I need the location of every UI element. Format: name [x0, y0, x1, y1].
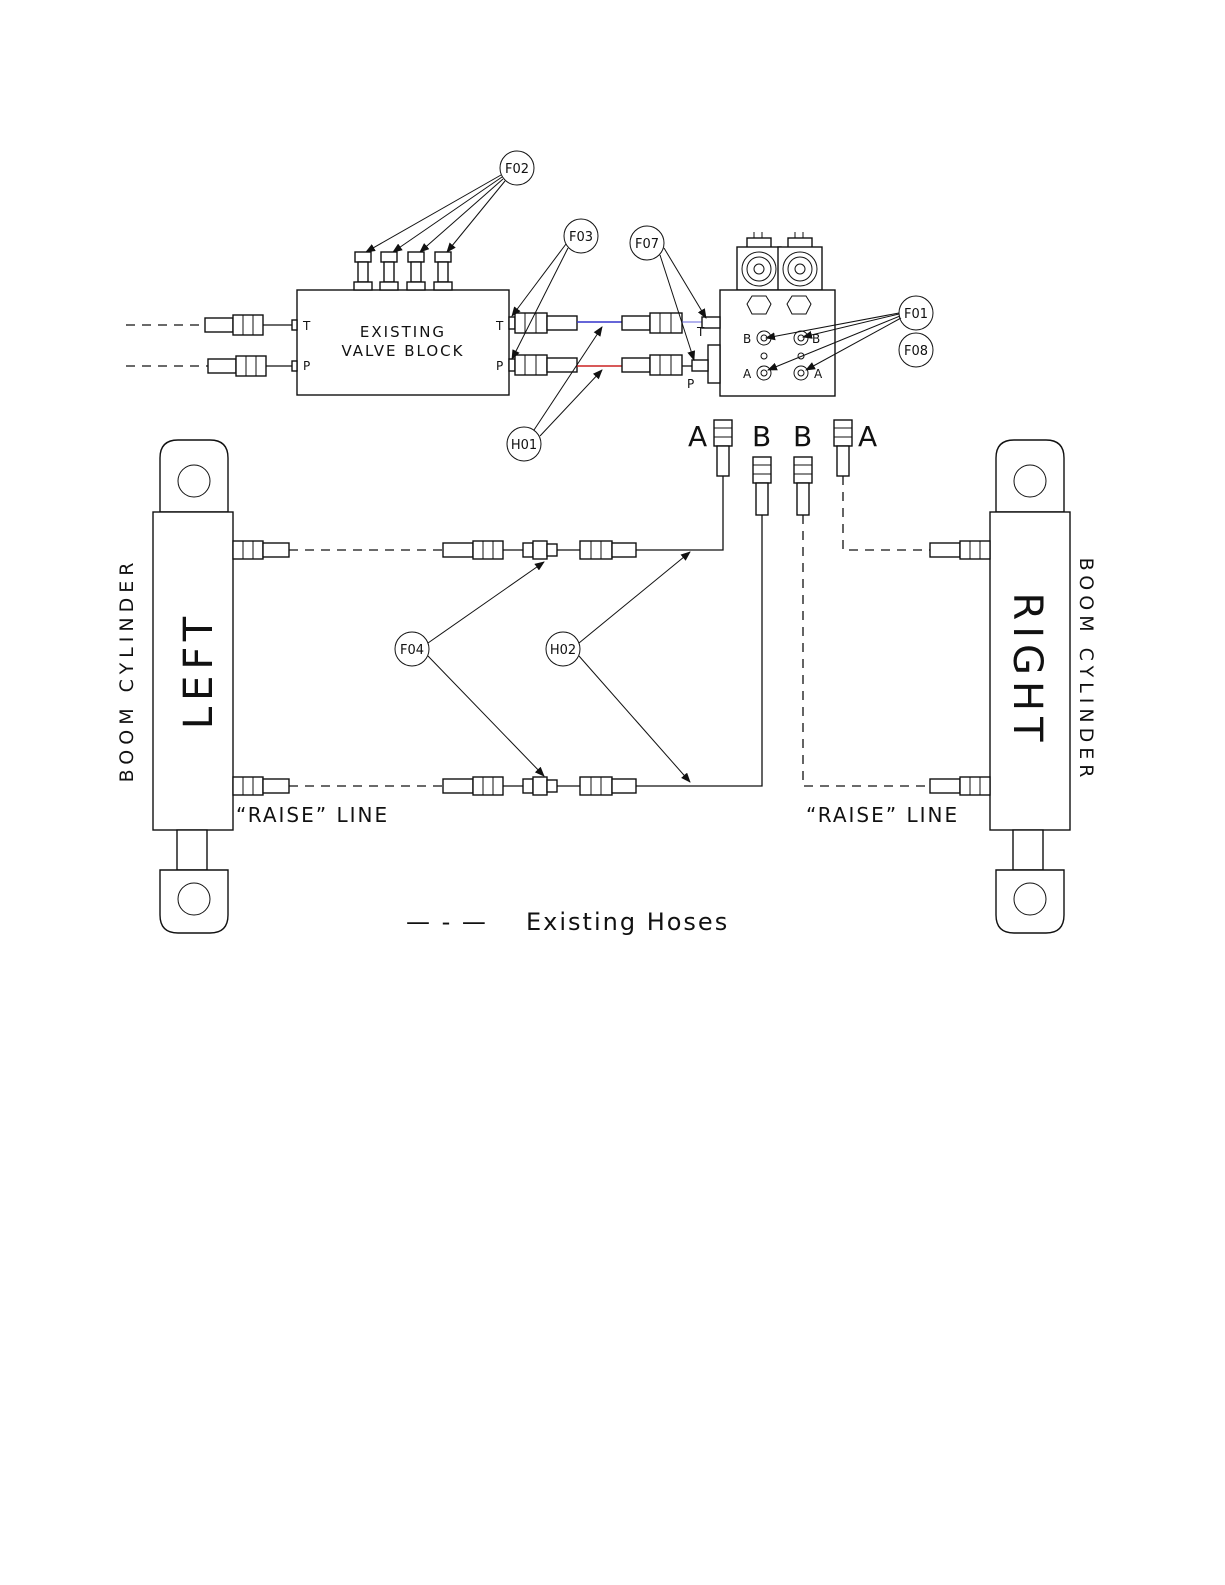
legend-dash-sample: — - —	[406, 908, 488, 936]
hose-end-label-left-a: A	[688, 420, 707, 453]
manifold-port-p: P	[687, 377, 694, 391]
right-cylinder-name: RIGHT	[1004, 592, 1050, 747]
right-boom-cylinder: RIGHT BOOM CYLINDER	[990, 440, 1097, 933]
left-upper-hose	[233, 476, 723, 559]
right-upper-hose	[843, 476, 990, 559]
existing-valve-block: EXISTING VALVE BLOCK T P T P	[297, 290, 509, 395]
manifold-port-b-left: B	[743, 332, 751, 346]
solenoid-manifold: T P B B A A	[687, 232, 835, 396]
right-raise-line-label: “RAISE” LINE	[806, 803, 959, 827]
valve-block-label-line1: EXISTING	[360, 323, 446, 341]
legend: — - — Existing Hoses	[406, 908, 729, 936]
balloon-f07-label: F07	[635, 237, 659, 252]
solenoid-coil-right	[778, 232, 822, 290]
legend-text: Existing Hoses	[526, 908, 729, 936]
balloon-f02: F02	[366, 151, 534, 252]
plug-fitting	[407, 252, 425, 290]
balloon-f04-label: F04	[400, 643, 424, 658]
left-cylinder-name: LEFT	[176, 611, 222, 729]
plug-fitting	[354, 252, 372, 290]
balloon-f02-label: F02	[505, 162, 529, 177]
existing-hoses-valve-inlet	[126, 315, 297, 376]
balloon-f04: F04	[395, 562, 544, 776]
balloon-h01: H01	[507, 327, 602, 461]
valve-block-port-p-right: P	[496, 359, 503, 373]
plug-fitting	[434, 252, 452, 290]
f04-fitting-upper	[523, 541, 557, 559]
hose-end-label-right-b: B	[793, 420, 812, 453]
f04-fitting-lower	[523, 777, 557, 795]
balloon-h02: H02	[546, 552, 690, 782]
manifold-port-t: T	[696, 325, 705, 339]
balloon-h02-label: H02	[550, 643, 576, 658]
valve-block-label-line2: VALVE BLOCK	[341, 342, 464, 360]
left-lower-hose: “RAISE” LINE	[233, 515, 762, 827]
hose-end-label-left-b: B	[752, 420, 771, 453]
hose-end-label-right-a: A	[858, 420, 877, 453]
valve-block-port-t-left: T	[302, 319, 311, 333]
balloon-f03-label: F03	[569, 230, 593, 245]
balloon-f08-label: F08	[904, 344, 928, 359]
tank-hose-h01	[509, 313, 702, 333]
right-lower-hose: “RAISE” LINE	[803, 515, 990, 827]
balloon-h01-label: H01	[511, 438, 537, 453]
valve-block-port-t-right: T	[495, 319, 504, 333]
right-cylinder-caption: BOOM CYLINDER	[1075, 558, 1097, 783]
plug-fitting	[380, 252, 398, 290]
left-cylinder-caption: BOOM CYLINDER	[116, 558, 138, 783]
balloon-f03: F03	[512, 219, 598, 359]
manifold-port-a-left: A	[743, 367, 752, 381]
valve-block-port-p-left: P	[303, 359, 310, 373]
manifold-port-a-right: A	[814, 367, 823, 381]
balloon-f01-label: F01	[904, 307, 928, 322]
left-raise-line-label: “RAISE” LINE	[236, 803, 389, 827]
balloon-f07: F07	[630, 226, 706, 360]
left-boom-cylinder: LEFT BOOM CYLINDER	[116, 440, 233, 933]
f02-plug-fittings	[354, 252, 452, 290]
solenoid-coil-left	[737, 232, 781, 290]
hose-end-fittings: A B B A	[688, 420, 877, 515]
balloon-f08: F08	[899, 333, 933, 367]
